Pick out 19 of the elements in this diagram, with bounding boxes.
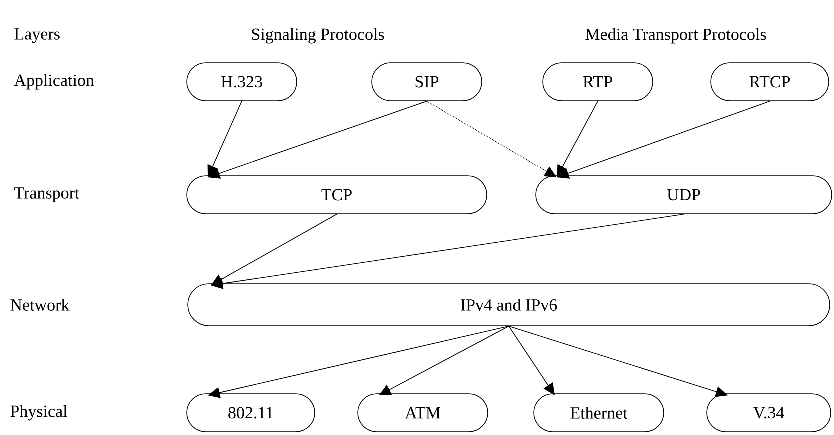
layer-label: Application <box>14 74 94 90</box>
layer-label: Layers <box>14 28 60 44</box>
layer-label: Media Transport Protocols <box>586 28 766 44</box>
protocol-box: V.34 <box>706 394 832 432</box>
protocol-box: TCP <box>186 176 488 214</box>
protocol-box: ATM <box>358 394 488 432</box>
protocol-box: IPv4 and IPv6 <box>188 284 830 326</box>
protocol-box: H.323 <box>186 62 298 102</box>
protocol-box: RTP <box>542 62 654 102</box>
layer-label: Physical <box>10 405 68 421</box>
protocol-box: Ethernet <box>534 394 664 432</box>
layer-label: Transport <box>14 188 80 202</box>
protocol-box: 802.11 <box>186 394 316 432</box>
protocol-box: RTCP <box>710 62 830 102</box>
layer-label: Network <box>10 299 70 311</box>
layer-label: Signaling Protocols <box>252 28 384 44</box>
protocol-box: UDP <box>536 176 832 214</box>
protocol-box: SIP <box>372 62 482 102</box>
arrow <box>379 326 510 396</box>
